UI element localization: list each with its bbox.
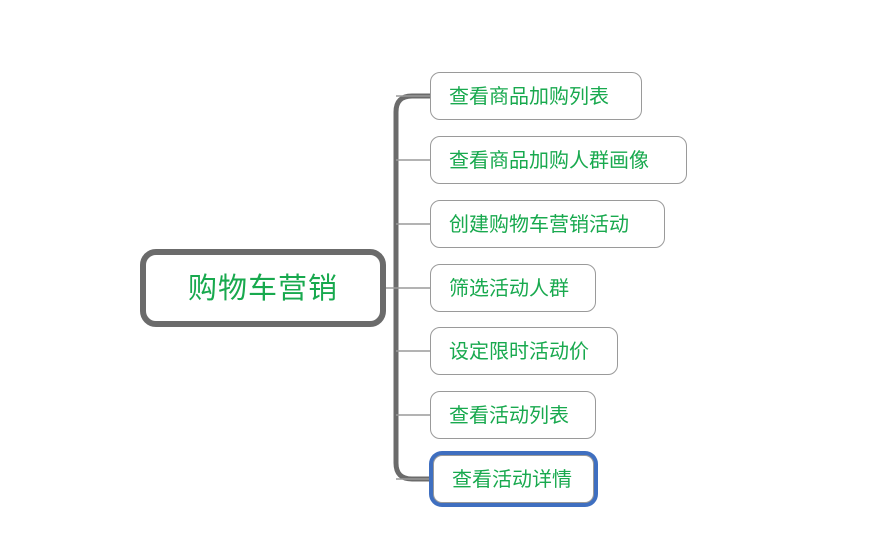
node-view-cart-add-list[interactable]: 查看商品加购列表: [430, 72, 642, 120]
node-label: 查看商品加购人群画像: [449, 148, 649, 172]
node-filter-campaign-audience[interactable]: 筛选活动人群: [430, 264, 596, 312]
node-label: 筛选活动人群: [449, 276, 569, 300]
node-label: 设定限时活动价: [449, 339, 589, 363]
node-view-campaign-list[interactable]: 查看活动列表: [430, 391, 596, 439]
root-node-cart-marketing[interactable]: 购物车营销: [140, 249, 386, 327]
trunk-path: [393, 93, 430, 482]
root-node-label: 购物车营销: [187, 270, 338, 305]
node-view-cart-add-audience-profile[interactable]: 查看商品加购人群画像: [430, 136, 687, 184]
node-label: 查看活动列表: [449, 403, 569, 427]
node-label: 查看活动详情: [452, 467, 572, 491]
node-set-limited-time-price[interactable]: 设定限时活动价: [430, 327, 618, 375]
node-view-campaign-detail[interactable]: 查看活动详情: [433, 455, 594, 503]
node-label: 创建购物车营销活动: [449, 212, 629, 236]
node-label: 查看商品加购列表: [449, 84, 609, 108]
node-create-cart-campaign[interactable]: 创建购物车营销活动: [430, 200, 665, 248]
